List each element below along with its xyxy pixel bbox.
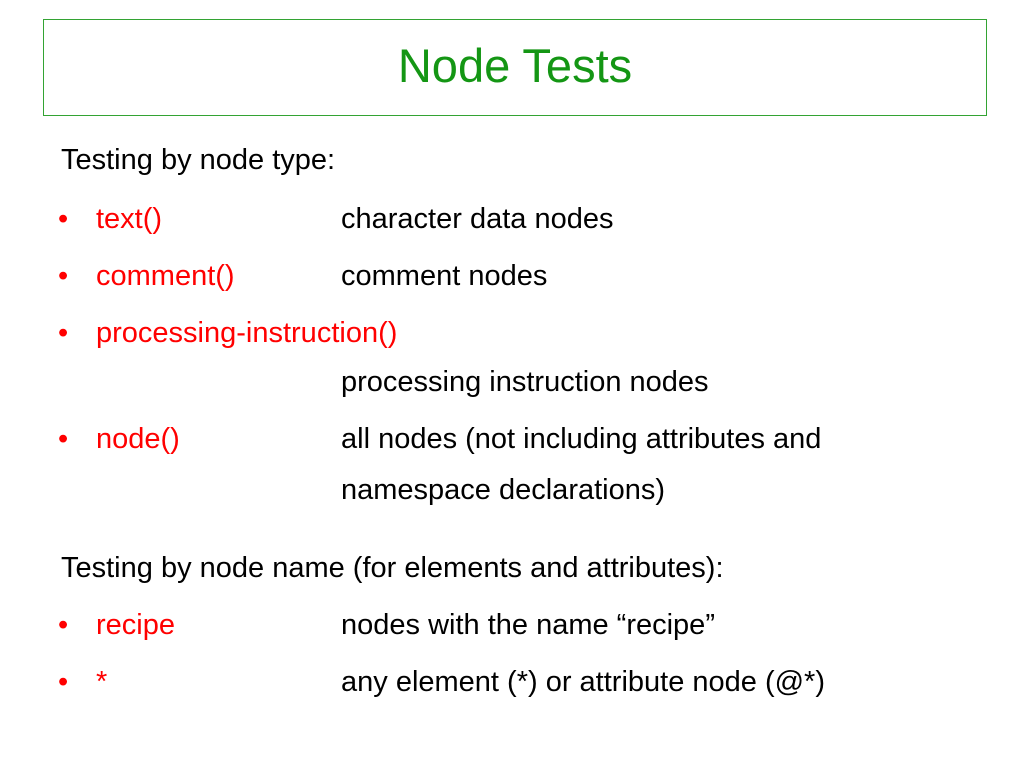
node-test-term: comment() bbox=[96, 260, 235, 292]
node-test-term: * bbox=[96, 666, 108, 698]
node-test-term: processing-instruction() bbox=[96, 317, 398, 349]
slide-title: Node Tests bbox=[397, 39, 633, 92]
bullet-marker: • bbox=[58, 203, 69, 235]
title-box: Node Tests bbox=[43, 19, 987, 116]
node-test-description: processing instruction nodes bbox=[341, 366, 709, 398]
node-test-description: all nodes (not including attributes and bbox=[341, 423, 822, 455]
bullet-marker: • bbox=[58, 666, 69, 698]
node-test-description-continued: namespace declarations) bbox=[341, 474, 666, 506]
node-test-term: recipe bbox=[96, 609, 175, 641]
node-test-description: any element (*) or attribute node (@*) bbox=[341, 666, 825, 698]
node-test-description: character data nodes bbox=[341, 203, 614, 235]
section-heading-node-type: Testing by node type: bbox=[61, 144, 336, 176]
bullet-marker: • bbox=[58, 609, 69, 641]
node-test-term: text() bbox=[96, 203, 163, 235]
bullet-marker: • bbox=[58, 317, 69, 349]
section-heading-node-name: Testing by node name (for elements and a… bbox=[61, 552, 724, 584]
node-test-description: comment nodes bbox=[341, 260, 548, 292]
bullet-marker: • bbox=[58, 423, 69, 455]
node-test-term: node() bbox=[96, 423, 180, 455]
node-test-description: nodes with the name “recipe” bbox=[341, 609, 715, 641]
bullet-marker: • bbox=[58, 260, 69, 292]
